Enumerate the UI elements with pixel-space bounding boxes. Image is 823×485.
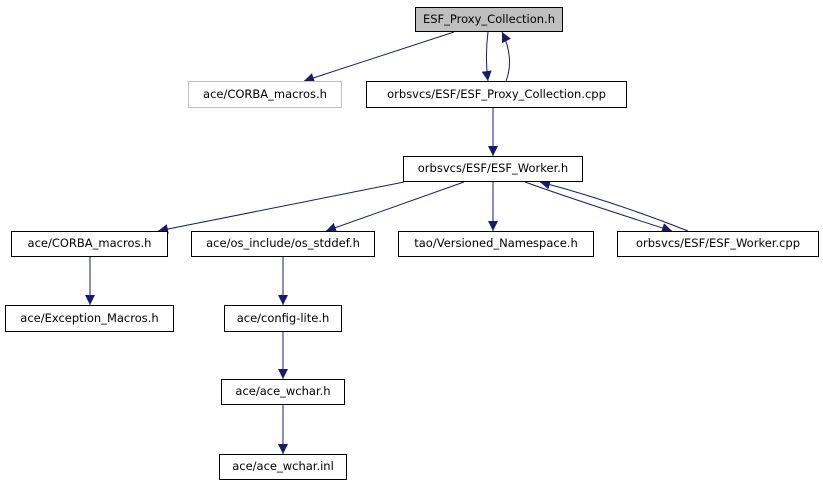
edge-root-to-corba-macros-ext	[303, 31, 455, 83]
node-ace-ace-wchar-h[interactable]: ace/ace_wchar.h	[221, 379, 345, 405]
node-esf-proxy-collection-cpp[interactable]: orbsvcs/ESF/ESF_Proxy_Collection.cpp	[366, 81, 627, 108]
edge-worker-h-to-os-stddef	[325, 181, 465, 233]
node-ace-corba-macros-h[interactable]: ace/CORBA_macros.h	[11, 231, 168, 257]
node-ace-ace-wchar-inl[interactable]: ace/ace_wchar.inl	[219, 454, 347, 480]
edge-worker-h-to-worker-cpp	[524, 181, 673, 233]
node-ace-os-stddef-h[interactable]: ace/os_include/os_stddef.h	[191, 231, 375, 257]
node-esf-worker-cpp[interactable]: orbsvcs/ESF/ESF_Worker.cpp	[617, 231, 819, 257]
edge-worker-h-to-corba-macros	[157, 181, 405, 234]
edge-worker-cpp-to-worker-h	[539, 179, 689, 232]
node-esf-proxy-collection-h[interactable]: ESF_Proxy_Collection.h	[415, 7, 563, 32]
edge-proxy-collection-cpp-to-root	[501, 31, 511, 82]
node-esf-worker-h[interactable]: orbsvcs/ESF/ESF_Worker.h	[403, 156, 583, 182]
node-ace-config-lite-h[interactable]: ace/config-lite.h	[224, 305, 342, 332]
node-ace-exception-macros-h[interactable]: ace/Exception_Macros.h	[5, 305, 174, 332]
node-ace-corba-macros-h-external[interactable]: ace/CORBA_macros.h	[188, 81, 342, 108]
node-tao-versioned-namespace-h[interactable]: tao/Versioned_Namespace.h	[398, 231, 594, 257]
edge-root-to-proxy-collection-cpp	[481, 31, 492, 82]
